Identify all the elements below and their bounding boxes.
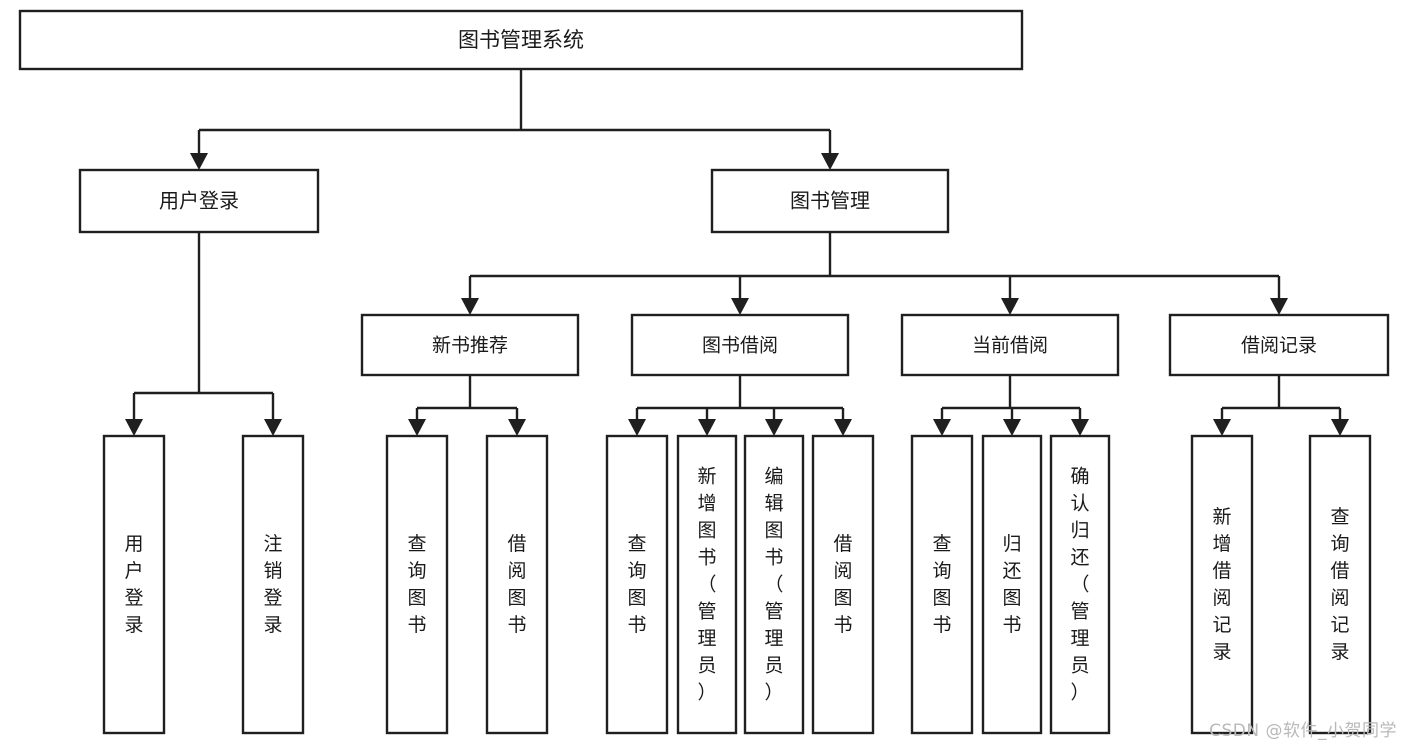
leaf-l-borrow-query-book[interactable]: 查询图书 xyxy=(605,434,669,735)
arrow-head-icon xyxy=(765,419,783,436)
leaf-l-cur-query-book-box xyxy=(910,434,974,735)
node-n-current-borrow-label: 当前借阅 xyxy=(972,335,1048,357)
arrow-head-icon xyxy=(698,419,716,436)
arrow-head-icon xyxy=(461,298,479,315)
leaf-l-cur-query-book[interactable]: 查询图书 xyxy=(910,434,974,735)
leaf-l-cur-confirm-return-box xyxy=(1049,434,1111,735)
leaf-l-user-login-label: 用户登录 xyxy=(124,533,143,636)
leaf-l-borrow-add-book-label: 新增图书（管理员） xyxy=(697,465,716,703)
arrow-head-icon xyxy=(508,419,526,436)
arrow-head-icon xyxy=(1270,298,1288,315)
arrow-head-icon xyxy=(1071,419,1089,436)
arrow-head-icon xyxy=(821,153,839,170)
node-n-current-borrow[interactable]: 当前借阅 xyxy=(900,313,1120,377)
arrow-head-icon xyxy=(190,153,208,170)
arrow-head-icon xyxy=(408,419,426,436)
connector-bookborrow-to-leaves xyxy=(628,375,852,436)
leaf-l-rec-borrow-book-label: 借阅图书 xyxy=(507,533,526,636)
node-n-borrow-record[interactable]: 借阅记录 xyxy=(1168,313,1390,377)
node-n-current-borrow-box xyxy=(900,313,1120,377)
connector-layer xyxy=(125,69,1349,436)
arrow-head-icon xyxy=(1213,419,1231,436)
node-n-new-book-rec-label: 新书推荐 xyxy=(432,335,508,357)
leaf-l-user-logout-box xyxy=(241,434,305,735)
leaf-l-borrow-lend-book-label: 借阅图书 xyxy=(833,533,852,636)
node-n-book-borrow-box xyxy=(630,313,850,377)
leaf-l-borrow-add-book[interactable]: 新增图书（管理员） xyxy=(676,434,738,735)
leaf-l-user-logout-label: 注销登录 xyxy=(263,533,282,636)
arrow-head-icon xyxy=(731,298,749,315)
leaf-l-borrow-edit-book-box xyxy=(743,434,805,735)
leaf-l-cur-return-book-label: 归还图书 xyxy=(1002,533,1021,636)
node-n-user-login-box xyxy=(78,168,320,234)
leaf-l-borrow-lend-book-box xyxy=(811,434,875,735)
connector-userlogin-to-leaves xyxy=(125,232,282,436)
leaf-l-borrow-query-book-label: 查询图书 xyxy=(627,533,646,636)
leaf-l-rec-query-book-label: 查询图书 xyxy=(407,533,426,636)
node-root-box xyxy=(18,9,1024,71)
connector-currentborrow-to-leaves xyxy=(933,375,1089,436)
leaf-l-rec-query-record[interactable]: 查询借阅记录 xyxy=(1308,434,1372,735)
watermark-label: CSDN @软件_小贺同学 xyxy=(1209,721,1397,741)
leaf-l-rec-query-book-box xyxy=(385,434,449,735)
leaf-l-rec-borrow-book[interactable]: 借阅图书 xyxy=(485,434,549,735)
leaf-l-borrow-lend-book[interactable]: 借阅图书 xyxy=(811,434,875,735)
connector-bookmanage-to-level2 xyxy=(461,232,1288,315)
arrow-head-icon xyxy=(933,419,951,436)
node-root-label: 图书管理系统 xyxy=(458,28,584,52)
arrow-head-icon xyxy=(264,419,282,436)
leaf-l-rec-query-record-label: 查询借阅记录 xyxy=(1330,506,1349,663)
leaf-l-user-logout[interactable]: 注销登录 xyxy=(241,434,305,735)
leaf-l-borrow-query-book-box xyxy=(605,434,669,735)
leaf-l-rec-query-book[interactable]: 查询图书 xyxy=(385,434,449,735)
arrow-head-icon xyxy=(1001,298,1019,315)
node-n-borrow-record-box xyxy=(1168,313,1390,377)
node-n-user-login[interactable]: 用户登录 xyxy=(78,168,320,234)
leaf-l-cur-return-book-box xyxy=(981,434,1043,735)
leaf-l-rec-add-record-label: 新增借阅记录 xyxy=(1212,506,1231,663)
node-n-book-manage[interactable]: 图书管理 xyxy=(710,168,950,234)
node-n-new-book-rec[interactable]: 新书推荐 xyxy=(360,313,580,377)
connector-borrowrecord-to-leaves xyxy=(1213,375,1349,436)
leaf-l-user-login[interactable]: 用户登录 xyxy=(102,434,166,735)
arrow-head-icon xyxy=(628,419,646,436)
node-n-user-login-label: 用户登录 xyxy=(159,189,239,213)
connector-root-to-level1 xyxy=(190,69,839,170)
leaf-l-rec-add-record-box xyxy=(1190,434,1254,735)
leaf-l-borrow-add-book-box xyxy=(676,434,738,735)
node-n-book-borrow[interactable]: 图书借阅 xyxy=(630,313,850,377)
leaf-l-rec-add-record[interactable]: 新增借阅记录 xyxy=(1190,434,1254,735)
arrow-head-icon xyxy=(834,419,852,436)
leaf-l-cur-confirm-return-label: 确认归还（管理员） xyxy=(1070,465,1089,703)
leaf-l-user-login-box xyxy=(102,434,166,735)
node-n-book-manage-box xyxy=(710,168,950,234)
arrow-head-icon xyxy=(1331,419,1349,436)
node-layer: 图书管理系统用户登录图书管理新书推荐图书借阅当前借阅借阅记录用户登录注销登录查询… xyxy=(18,9,1390,735)
node-n-borrow-record-label: 借阅记录 xyxy=(1241,335,1317,357)
connector-newbookrec-to-leaves xyxy=(408,375,526,436)
node-n-new-book-rec-box xyxy=(360,313,580,377)
leaf-l-borrow-edit-book-label: 编辑图书（管理员） xyxy=(764,465,783,703)
leaf-l-cur-return-book[interactable]: 归还图书 xyxy=(981,434,1043,735)
node-n-book-borrow-label: 图书借阅 xyxy=(702,335,778,357)
node-root[interactable]: 图书管理系统 xyxy=(18,9,1024,71)
node-n-book-manage-label: 图书管理 xyxy=(790,189,870,213)
arrow-head-icon xyxy=(125,419,143,436)
leaf-l-rec-query-record-box xyxy=(1308,434,1372,735)
arrow-head-icon xyxy=(1003,419,1021,436)
leaf-l-cur-confirm-return[interactable]: 确认归还（管理员） xyxy=(1049,434,1111,735)
leaf-l-borrow-edit-book[interactable]: 编辑图书（管理员） xyxy=(743,434,805,735)
leaf-l-cur-query-book-label: 查询图书 xyxy=(932,533,951,636)
leaf-l-rec-borrow-book-box xyxy=(485,434,549,735)
